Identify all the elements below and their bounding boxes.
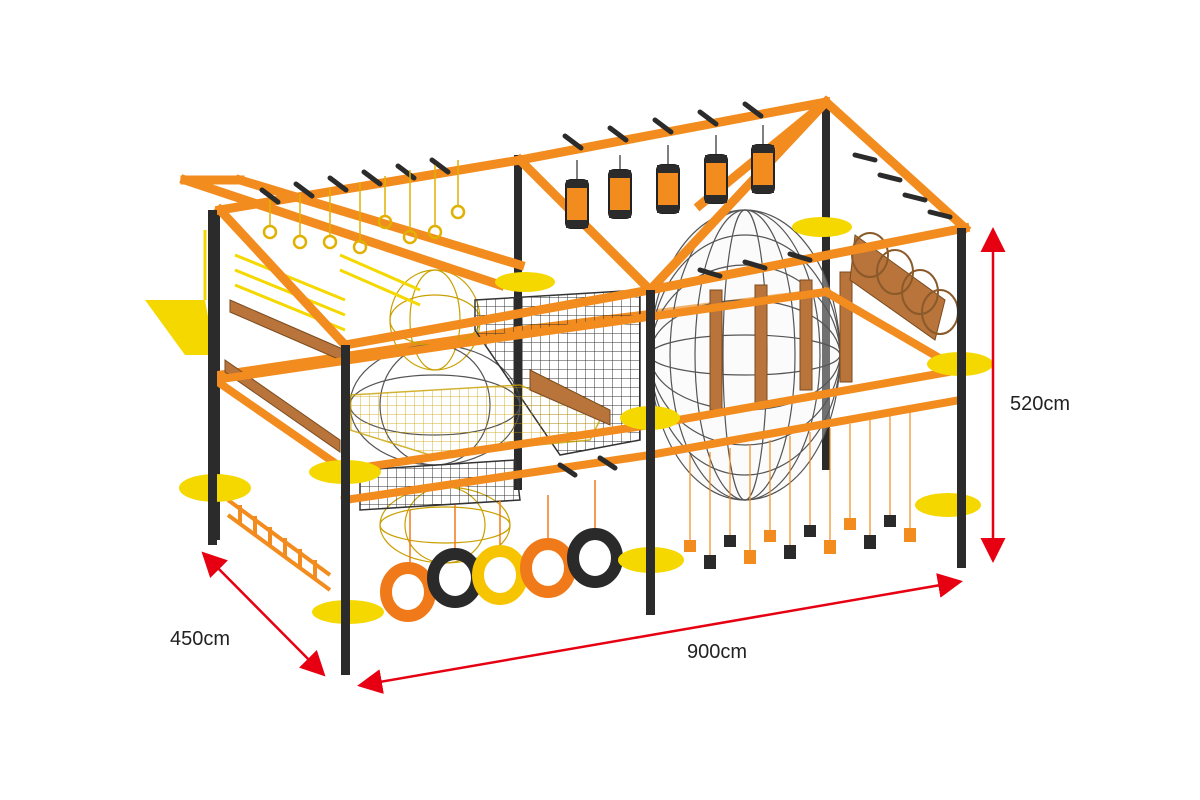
hanging-steps (689, 412, 911, 555)
hanging-step-blocks (684, 515, 916, 569)
platform-disc (495, 272, 555, 292)
platform-disc (792, 217, 852, 237)
width-arrow (357, 573, 963, 694)
front-posts (208, 210, 966, 675)
monkey-bars (259, 101, 953, 478)
rope-ladder (226, 498, 332, 592)
punching-bags (565, 125, 775, 229)
gym-rings (262, 160, 466, 255)
platform-disc (915, 493, 981, 517)
width-dimension-label: 900cm (687, 641, 748, 663)
depth-arrow (201, 551, 326, 677)
depth-dimension-label: 450cm (170, 628, 231, 650)
dimension-arrows (201, 227, 1006, 694)
platform-left-wing (145, 300, 215, 355)
height-dimension-label: 520cm (1010, 393, 1071, 415)
